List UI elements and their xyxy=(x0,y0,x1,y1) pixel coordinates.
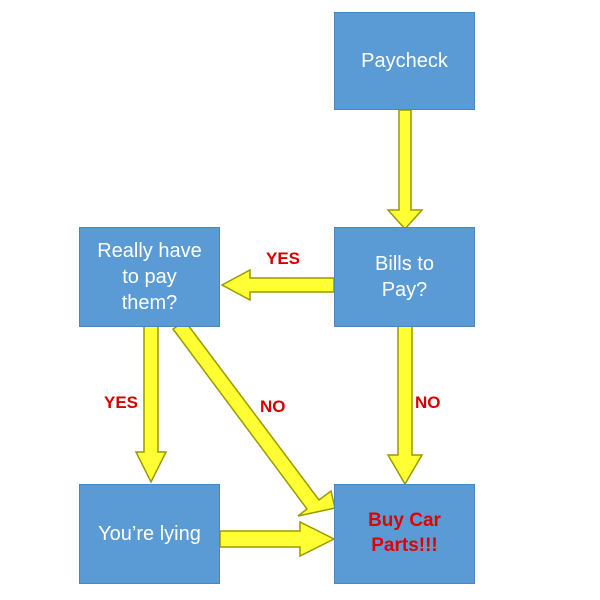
node-buy-label: Buy Car Parts!!! xyxy=(368,510,441,556)
node-bills-to-pay: Bills to Pay? xyxy=(334,227,475,327)
node-paycheck-label: Paycheck xyxy=(361,50,448,72)
edge-label-bills-to-really: YES xyxy=(266,249,301,268)
node-bills-label: Bills to Pay? xyxy=(375,253,434,301)
node-really-have-to-pay: Really have to pay them? xyxy=(79,227,220,327)
node-really-label: Really have to pay them? xyxy=(97,240,202,314)
node-buy-car-parts: Buy Car Parts!!! xyxy=(334,484,475,584)
edge-label-bills-to-buy: NO xyxy=(415,393,441,412)
arrow-really-to-lying xyxy=(134,325,168,484)
arrow-bills-to-buy xyxy=(386,325,424,486)
edge-label-really-to-buy: NO xyxy=(260,397,286,416)
arrow-paycheck-to-bills xyxy=(386,109,424,231)
arrow-really-to-buy xyxy=(171,319,336,517)
node-lying-label: You’re lying xyxy=(98,523,201,545)
node-youre-lying: You’re lying xyxy=(79,484,220,584)
arrow-bills-to-really xyxy=(220,268,335,302)
arrow-lying-to-buy xyxy=(219,520,336,558)
node-paycheck: Paycheck xyxy=(334,12,475,110)
edge-label-really-to-lying: YES xyxy=(104,393,139,412)
